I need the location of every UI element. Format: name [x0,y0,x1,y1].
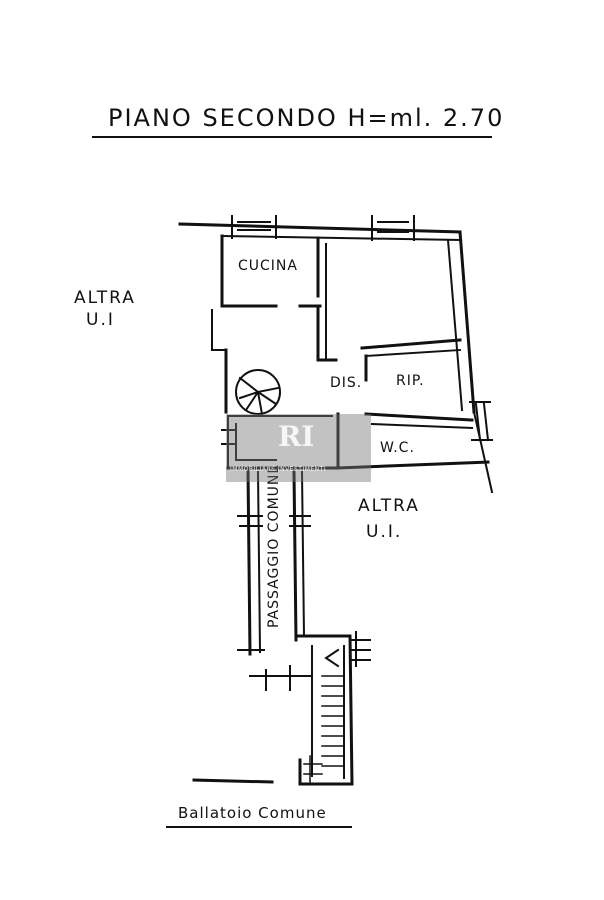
wall-band-left [221,415,235,469]
neighbor-left-line2: U.I [86,310,115,330]
wall-right-outer-2 [472,410,494,494]
footer-label: Ballatoio Comune [178,804,327,822]
wall-rip-top-2 [364,348,462,358]
wall-top-inner [220,234,462,242]
agency-watermark: RI IMMOBILIARE INVESTIMENTI [226,414,371,482]
room-label-wc: W.C. [380,440,415,456]
spiral-stair [235,369,281,415]
wall-right-outer [458,230,476,414]
corridor-bottom [237,649,311,691]
wall-rip-top [360,338,462,350]
neighbor-left-line1: ALTRA [74,288,136,308]
footer-underline [166,826,352,828]
window-left [231,215,277,239]
wall-wc-top [364,412,474,422]
room-label-cucina: CUCINA [238,258,298,274]
wall-right-inner [446,238,464,412]
corridor-left-wall-2 [256,470,262,654]
stair-ticks [349,631,371,667]
window-right-side [469,401,493,442]
watermark-text: IMMOBILIARE INVESTIMENTI [230,466,327,473]
corridor-right-wall-2 [300,470,306,638]
stair-arrow [324,648,340,668]
wall-wc-top-2 [370,422,474,430]
passage-label: PASSAGGIO COMUNE [266,463,282,628]
ballatoio-edge [192,778,274,784]
wall-wc-bottom [336,460,490,470]
plan-title: PIANO SECONDO H=ml. 2.70 [108,104,505,132]
wall-stairroom-left [211,309,227,351]
title-underline [92,136,492,138]
room-label-dis: DIS. [330,375,363,391]
watermark-logo: RI [278,420,315,453]
window-right [371,215,415,241]
corridor-ticks [237,515,311,527]
stair-steps [303,675,345,785]
stair-outline [294,634,354,786]
wall-band-inner [235,423,277,461]
wall-top [178,222,462,234]
neighbor-right-line2: U.I. [366,522,403,542]
room-label-rip: RIP. [396,373,425,389]
corridor-left-wall [246,468,252,656]
neighbor-right-line1: ALTRA [358,496,420,516]
corridor-right-wall [292,470,298,642]
